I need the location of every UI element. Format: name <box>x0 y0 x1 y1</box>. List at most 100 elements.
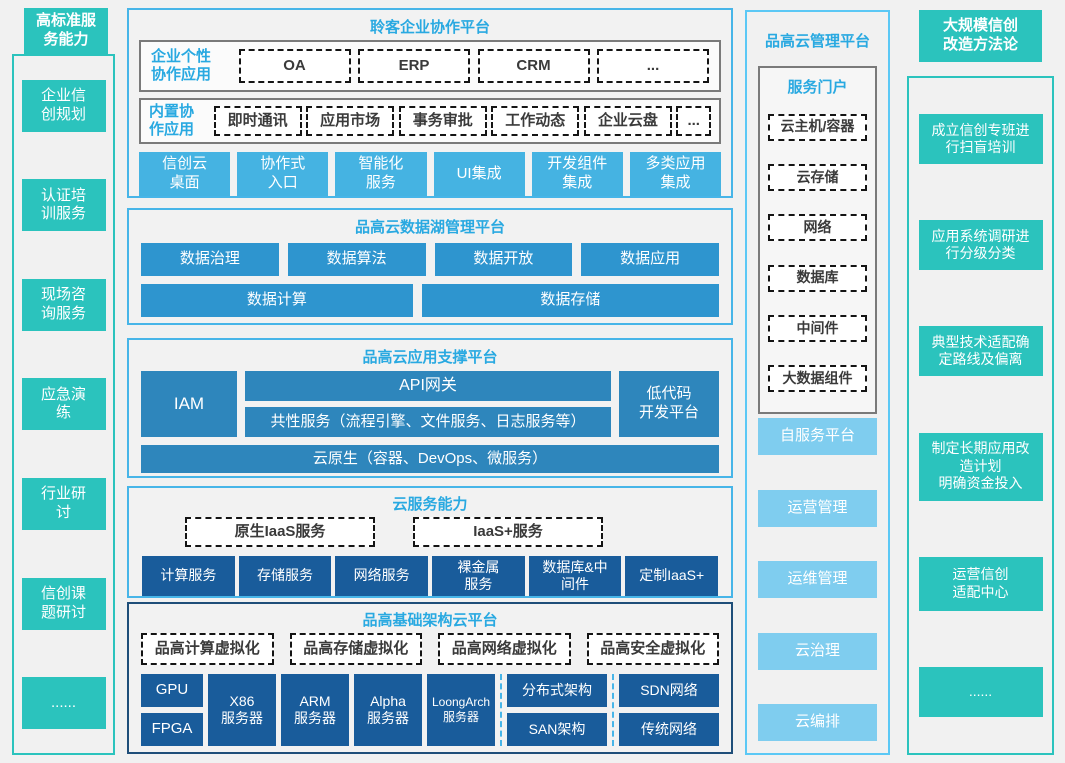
lowcode-box: 低代码 开发平台 <box>619 371 719 437</box>
left-panel-title: 高标准服 务能力 <box>24 8 108 54</box>
methodology-item: 典型技术适配确 定路线及偏离 <box>918 326 1043 377</box>
section-title: 聆客企业协作平台 <box>369 19 490 36</box>
custom-app-box: ... <box>597 49 709 83</box>
cloud-service-box: 定制IaaS+ <box>625 556 719 596</box>
service-portal-title: 服务门户 <box>787 79 848 96</box>
server-box: X86 服务器 <box>208 674 276 746</box>
portal-item: 数据库 <box>768 264 867 292</box>
custom-app-box: CRM <box>477 49 590 83</box>
storage-arch-box: 分布式架构 <box>507 674 607 707</box>
api-gateway-box: API网关 <box>245 371 611 401</box>
left-panel-item: 现场咨 询服务 <box>21 278 106 331</box>
mgmt-box: 运营管理 <box>758 489 877 527</box>
section-title: 品高基础架构云平台 <box>362 612 498 629</box>
network-arch-box: 传统网络 <box>619 713 719 746</box>
server-box: LoongArch 服务器 <box>427 674 495 746</box>
gpu-box: GPU <box>141 674 203 707</box>
portal-item: 大数据组件 <box>768 365 867 393</box>
cloud-service-row: 计算服务 存储服务 网络服务 裸金属 服务 数据库&中 间件 定制IaaS+ <box>142 556 719 596</box>
virtualization-row: 品高计算虚拟化 品高存储虚拟化 品高网络虚拟化 品高安全虚拟化 <box>141 633 719 665</box>
builtin-apps-row: 内置协 作应用 即时通讯 应用市场 事务审批 工作动态 企业云盘 ... <box>139 98 721 144</box>
network-arch-box: SDN网络 <box>619 674 719 707</box>
capability-row: 信创云 桌面 协作式 入口 智能化 服务 UI集成 开发组件 集成 多类应用 集… <box>139 152 722 196</box>
mgmt-boxes: 自服务平台 运营管理 运维管理 云治理 云编排 <box>758 418 877 741</box>
portal-item: 网络 <box>768 214 867 242</box>
datalake-box: 数据存储 <box>421 284 719 317</box>
methodology-item: 制定长期应用改 造计划 明确资金投入 <box>918 432 1043 501</box>
section-collab-platform: 聆客企业协作平台 企业个性 协作应用 OA ERP CRM ... 内置协 作应… <box>127 8 733 198</box>
cloud-service-box: 裸金属 服务 <box>432 556 525 596</box>
left-panel-item: 信创课 题研讨 <box>21 577 106 630</box>
fpga-box: FPGA <box>141 713 203 746</box>
custom-apps-row: 企业个性 协作应用 OA ERP CRM ... <box>139 40 721 92</box>
left-panel-item: 行业研 讨 <box>21 478 106 531</box>
capability-box: 开发组件 集成 <box>531 152 623 196</box>
section-title: 品高云应用支撑平台 <box>362 349 498 366</box>
mgmt-box: 云治理 <box>758 632 877 670</box>
methodology-panel: 成立信创专班进 行扫盲培训 应用系统调研进 行分级分类 典型技术适配确 定路线及… <box>907 76 1054 755</box>
left-panel-item: 认证培 训服务 <box>21 179 106 232</box>
builtin-apps-label: 内置协 作应用 <box>149 103 195 138</box>
portal-items: 云主机/容器 云存储 网络 数据库 中间件 大数据组件 <box>768 102 867 404</box>
builtin-app-box: ... <box>676 106 711 136</box>
left-panel-item: 应急演 练 <box>21 378 106 431</box>
builtin-app-box: 工作动态 <box>491 106 580 136</box>
custom-app-box: OA <box>238 49 351 83</box>
appsupport-body: IAM API网关 共性服务（流程引擎、文件服务、日志服务等） 低代码 开发平台 <box>141 371 719 437</box>
mgmt-box: 云编排 <box>758 704 877 741</box>
server-box: Alpha 服务器 <box>354 674 422 746</box>
virtualization-box: 品高计算虚拟化 <box>141 633 274 665</box>
virtualization-box: 品高存储虚拟化 <box>289 633 422 665</box>
section-title: 云服务能力 <box>392 496 468 513</box>
datalake-box: 数据治理 <box>141 243 279 276</box>
left-panel-item: ...... <box>21 677 106 730</box>
left-panel-item: 企业信 创规划 <box>21 79 106 132</box>
section-title: 品高云数据湖管理平台 <box>354 219 505 236</box>
builtin-app-box: 企业云盘 <box>583 106 672 136</box>
virtualization-box: 品高安全虚拟化 <box>586 633 719 665</box>
section-cloud-service: 云服务能力 原生IaaS服务 IaaS+服务 计算服务 存储服务 网络服务 裸金… <box>127 486 733 598</box>
datalake-box: 数据算法 <box>287 243 426 276</box>
portal-item: 中间件 <box>768 314 867 342</box>
methodology-items: 成立信创专班进 行扫盲培训 应用系统调研进 行分级分类 典型技术适配确 定路线及… <box>917 86 1044 745</box>
storage-arch-box: SAN架构 <box>507 713 607 746</box>
main-column: 聆客企业协作平台 企业个性 协作应用 OA ERP CRM ... 内置协 作应… <box>127 0 733 763</box>
custom-app-box: ERP <box>358 49 470 83</box>
builtin-app-box: 即时通讯 <box>213 106 302 136</box>
methodology-item: 应用系统调研进 行分级分类 <box>918 220 1043 271</box>
datalake-box: 数据计算 <box>141 284 413 317</box>
cloud-service-box: 网络服务 <box>335 556 429 596</box>
mgmt-panel-title: 品高云管理平台 <box>764 33 870 50</box>
datalake-row2: 数据计算 数据存储 <box>141 284 719 317</box>
datalake-box: 数据开放 <box>434 243 573 276</box>
cloud-service-box: 计算服务 <box>142 556 235 596</box>
cloud-native-box: 云原生（容器、DevOps、微服务） <box>141 445 719 473</box>
portal-item: 云主机/容器 <box>768 113 867 141</box>
capability-box: UI集成 <box>433 152 525 196</box>
builtin-app-box: 应用市场 <box>306 106 395 136</box>
portal-item: 云存储 <box>768 163 867 191</box>
common-services-box: 共性服务（流程引擎、文件服务、日志服务等） <box>245 407 611 437</box>
iaas-plus-box: IaaS+服务 <box>413 517 603 547</box>
datalake-box: 数据应用 <box>581 243 719 276</box>
methodology-item: 成立信创专班进 行扫盲培训 <box>918 114 1043 165</box>
methodology-item: 运营信创 适配中心 <box>918 556 1043 611</box>
capability-box: 协作式 入口 <box>237 152 329 196</box>
server-box: ARM 服务器 <box>281 674 349 746</box>
methodology-item: ...... <box>918 666 1043 717</box>
custom-apps-label: 企业个性 协作应用 <box>151 48 212 83</box>
datalake-row1: 数据治理 数据算法 数据开放 数据应用 <box>141 243 719 276</box>
section-infra-platform: 品高基础架构云平台 品高计算虚拟化 品高存储虚拟化 品高网络虚拟化 品高安全虚拟… <box>127 602 733 754</box>
capability-box: 多类应用 集成 <box>629 152 722 196</box>
capability-box: 智能化 服务 <box>335 152 427 196</box>
hardware-row: GPU FPGA X86 服务器 ARM 服务器 Alpha 服务器 Loong… <box>141 674 719 746</box>
methodology-title: 大规模信创 改造方法论 <box>919 10 1042 62</box>
builtin-app-box: 事务审批 <box>398 106 487 136</box>
dashed-divider <box>612 674 614 746</box>
section-appsupport-platform: 品高云应用支撑平台 IAM API网关 共性服务（流程引擎、文件服务、日志服务等… <box>127 338 733 478</box>
native-iaas-box: 原生IaaS服务 <box>185 517 375 547</box>
cloud-service-box: 存储服务 <box>238 556 332 596</box>
capability-box: 信创云 桌面 <box>139 152 231 196</box>
mgmt-box: 运维管理 <box>758 561 877 598</box>
